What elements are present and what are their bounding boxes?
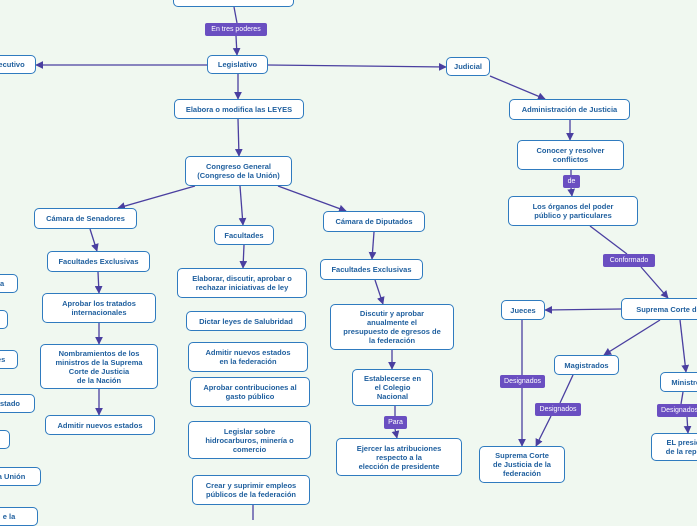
connector-magis-desig2 xyxy=(559,374,574,404)
node-organos[interactable]: Los órganos del poder público y particul… xyxy=(508,196,638,226)
node-el-presidente[interactable]: EL presid de la repú xyxy=(651,433,697,461)
connector-de-organos xyxy=(567,187,575,197)
node-conocer-conflictos[interactable]: Conocer y resolver conflictos xyxy=(517,140,624,170)
node-left-r[interactable]: r xyxy=(0,430,10,449)
label-designados-2: Designados xyxy=(535,403,581,416)
connector-congreso-senado xyxy=(117,185,196,210)
connector-congreso-diputados xyxy=(277,185,347,213)
node-admin-justicia[interactable]: Administración de Justicia xyxy=(509,99,630,120)
connector-elabora-congreso xyxy=(234,118,243,157)
label-en-tres-poderes: En tres poderes xyxy=(205,23,267,36)
node-aprobar-tratados[interactable]: Aprobar los tratados internacionales xyxy=(42,293,156,323)
node-left-e[interactable]: e la xyxy=(0,507,38,526)
node-left-ica[interactable]: ica xyxy=(0,274,18,293)
node-admitir-estados-fed[interactable]: Admitir nuevos estados en la federación xyxy=(188,342,308,372)
connector-dip-facexcl xyxy=(368,231,377,260)
node-camara-senadores[interactable]: Cámara de Senadores xyxy=(34,208,137,229)
node-atribuciones[interactable]: Ejercer las atribuciones respecto a la e… xyxy=(336,438,462,476)
node-legislativo[interactable]: Legislativo xyxy=(207,55,268,74)
node-fac-excl-senado[interactable]: Facultades Exclusivas xyxy=(47,251,150,272)
connector-fac-elaborar xyxy=(239,244,248,269)
node-left-estado[interactable]: Estado xyxy=(0,394,35,413)
label-de: de xyxy=(563,175,580,188)
node-camara-diputados[interactable]: Cámara de Diputados xyxy=(323,211,425,232)
node-elaborar-iniciativas[interactable]: Elaborar, discutir, aprobar o rechazar i… xyxy=(177,268,307,298)
connector-suprema-ministros xyxy=(679,319,690,373)
connector-tres-leg xyxy=(232,35,241,56)
node-left-union[interactable]: la Unión xyxy=(0,467,41,486)
connector-organos-conformado xyxy=(589,225,628,255)
node-facultades[interactable]: Facultades xyxy=(214,225,274,245)
node-suprema-corte[interactable]: Suprema Corte de xyxy=(621,298,697,320)
node-nombramientos[interactable]: Nombramientos de los ministros de la Sup… xyxy=(40,344,158,389)
connector-top-box xyxy=(233,6,238,24)
node-empleos[interactable]: Crear y suprimir empleos públicos de la … xyxy=(192,475,310,505)
node-left-yes[interactable]: yes xyxy=(0,350,18,369)
node-congreso[interactable]: Congreso General (Congreso de la Unión) xyxy=(185,156,292,186)
connector-suprema-jueces xyxy=(544,306,622,314)
connector-facexcl-presupuesto xyxy=(374,279,385,305)
connector-senado-fac xyxy=(89,228,99,252)
connector-minis-desig3 xyxy=(680,391,684,405)
label-conformado: Conformado xyxy=(603,254,655,267)
connector-suprema-magistrados xyxy=(603,319,661,356)
connector-leg-jud xyxy=(267,63,447,71)
connector-desig3-pres xyxy=(683,416,692,434)
node-ministros[interactable]: Ministros xyxy=(660,372,697,392)
node-top-box[interactable] xyxy=(173,0,294,7)
node-admitir-estados-sen[interactable]: Admitir nuevos estados xyxy=(45,415,155,435)
node-presupuesto[interactable]: Discutir y aprobar anualmente el presupu… xyxy=(330,304,454,350)
connector-para-atrib xyxy=(391,428,400,439)
label-designados-3: Designados xyxy=(657,404,697,417)
connector-congreso-facultades xyxy=(238,185,247,226)
node-leyes-salubridad[interactable]: Dictar leyes de Salubridad xyxy=(186,311,306,331)
connector-desig2-scjf xyxy=(535,415,552,447)
node-ejecutivo[interactable]: Ejecutivo xyxy=(0,55,36,74)
node-colegio[interactable]: Establecerse en el Colegio Nacional xyxy=(352,369,433,406)
node-jueces[interactable]: Jueces xyxy=(501,300,545,320)
node-left-blank[interactable] xyxy=(0,310,8,329)
node-contribuciones[interactable]: Aprobar contribuciones al gasto público xyxy=(190,377,310,407)
connector-facsen-tratados xyxy=(94,271,103,294)
node-fac-excl-dip[interactable]: Facultades Exclusivas xyxy=(320,259,423,280)
label-designados-1: Designados xyxy=(500,375,545,388)
node-magistrados[interactable]: Magistrados xyxy=(554,355,619,375)
connector-jud-admin xyxy=(489,75,546,100)
node-judicial[interactable]: Judicial xyxy=(446,57,490,76)
node-hidrocarburos[interactable]: Legislar sobre hidrocarburos, minería o … xyxy=(188,421,311,459)
connector-conformado-suprema xyxy=(640,266,669,299)
node-suprema-corte-fed[interactable]: Suprema Corte de Justicia de la federaci… xyxy=(479,446,565,483)
label-para: Para xyxy=(384,416,407,429)
node-elabora-leyes[interactable]: Elabora o modifica las LEYES xyxy=(174,99,304,119)
